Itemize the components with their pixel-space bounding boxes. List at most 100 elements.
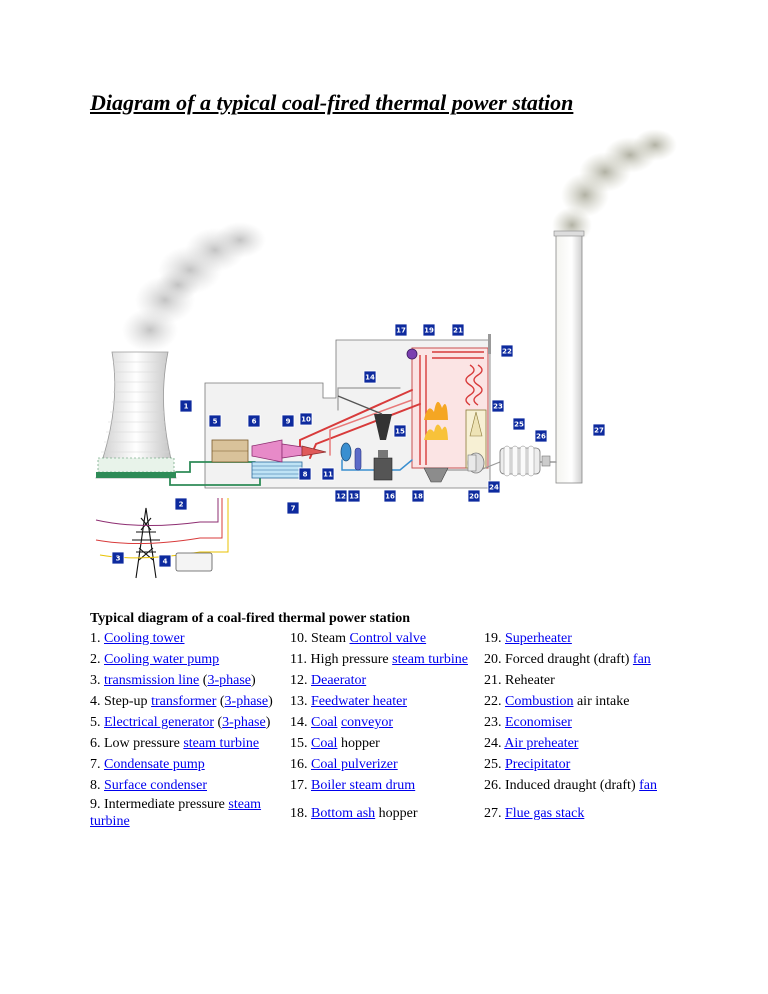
component-tag-15: 15 xyxy=(393,424,407,438)
legend-entry: 7. Condensate pump xyxy=(90,754,290,775)
svg-text:23: 23 xyxy=(493,403,503,411)
legend-link[interactable]: Feedwater heater xyxy=(311,694,407,709)
legend-text: 13. xyxy=(290,694,311,709)
svg-text:2: 2 xyxy=(179,501,184,509)
legend-link[interactable]: steam turbine xyxy=(392,652,468,667)
legend-entry: 25. Precipitator xyxy=(484,754,690,775)
svg-text:3: 3 xyxy=(116,555,121,563)
legend-link[interactable]: 3-phase xyxy=(224,694,269,709)
flue-gas-stack xyxy=(555,232,583,484)
legend-text: 11. High pressure xyxy=(290,652,393,667)
legend-entry: 22. Combustion air intake xyxy=(484,691,690,712)
legend-entry: 18. Bottom ash hopper xyxy=(290,796,484,830)
svg-text:11: 11 xyxy=(323,471,333,479)
legend-link[interactable]: Economiser xyxy=(505,715,572,730)
legend-entry: 3. transmission line (3-phase) xyxy=(90,670,290,691)
legend-entry: 8. Surface condenser xyxy=(90,775,290,796)
legend-link[interactable]: Boiler steam drum xyxy=(311,778,416,793)
legend-text: 25. xyxy=(484,757,505,772)
induced-draught-fan xyxy=(541,455,551,467)
component-tag-8: 8 xyxy=(298,467,312,481)
legend-text: ) xyxy=(251,673,256,688)
svg-text:21: 21 xyxy=(453,327,463,335)
legend-entry: 21. Reheater xyxy=(484,670,690,691)
legend-link[interactable]: Deaerator xyxy=(311,673,367,688)
legend-entry: 2. Cooling water pump xyxy=(90,649,290,670)
legend-link[interactable]: Precipitator xyxy=(505,757,571,772)
legend-entry: 6. Low pressure steam turbine xyxy=(90,733,290,754)
legend-link[interactable]: Combustion xyxy=(505,694,574,709)
legend-text: 26. Induced draught (draft) xyxy=(484,778,640,793)
high-pressure-turbine xyxy=(301,445,327,457)
component-tag-21: 21 xyxy=(451,323,465,337)
legend-text: ( xyxy=(199,673,208,688)
component-tag-19: 19 xyxy=(422,323,436,337)
component-tag-9: 9 xyxy=(281,414,295,428)
legend-text: 4. Step-up xyxy=(90,694,152,709)
component-tag-26: 26 xyxy=(534,429,548,443)
legend-link[interactable]: Superheater xyxy=(505,631,572,646)
flue-gas-smoke-plume xyxy=(552,129,677,243)
component-tag-22: 22 xyxy=(500,344,514,358)
component-tag-16: 16 xyxy=(383,489,397,503)
transmission-tower xyxy=(132,507,160,579)
component-tag-11: 11 xyxy=(321,467,335,481)
legend-entry: 23. Economiser xyxy=(484,712,690,733)
legend-link[interactable]: Flue gas stack xyxy=(505,805,585,821)
legend-link[interactable]: Cooling tower xyxy=(104,631,185,646)
legend-entry: 15. Coal hopper xyxy=(290,733,484,754)
legend-entry: 24. Air preheater xyxy=(484,733,690,754)
component-tag-3: 3 xyxy=(111,551,125,565)
legend-text: 10. Steam xyxy=(290,631,350,646)
legend-link[interactable]: Bottom ash xyxy=(311,805,376,821)
legend-text: ( xyxy=(216,694,225,709)
legend-link[interactable]: Surface condenser xyxy=(104,778,208,793)
legend-link[interactable]: transmission line xyxy=(104,673,200,688)
component-tag-23: 23 xyxy=(491,399,505,413)
legend-link[interactable]: 3-phase xyxy=(222,715,266,730)
svg-text:6: 6 xyxy=(252,418,257,426)
legend-link[interactable]: steam turbine xyxy=(183,736,260,751)
legend-link[interactable]: conveyor xyxy=(340,715,394,730)
legend-text: 3. xyxy=(90,673,104,688)
legend-text: air intake xyxy=(573,694,630,709)
legend-text: 14. xyxy=(290,715,311,730)
component-tag-25: 25 xyxy=(512,417,526,431)
legend-link[interactable]: 3-phase xyxy=(207,673,251,688)
cooling-tower xyxy=(95,351,177,479)
legend-link[interactable]: Coal pulverizer xyxy=(311,757,398,772)
boiler-steam-drum xyxy=(406,348,418,360)
svg-text:8: 8 xyxy=(303,471,308,479)
legend-link[interactable]: Coal xyxy=(311,715,338,730)
legend-link[interactable]: steam turbine xyxy=(90,797,262,829)
combustion-air-intake xyxy=(488,334,491,354)
component-tag-6: 6 xyxy=(247,414,261,428)
legend-link[interactable]: Electrical generator xyxy=(104,715,214,730)
svg-text:25: 25 xyxy=(514,421,524,429)
legend-row: 3. transmission line (3-phase)12. Deaera… xyxy=(90,670,690,691)
component-tag-12: 12 xyxy=(334,489,348,503)
legend-link[interactable]: Control valve xyxy=(349,631,427,646)
legend-entry: 10. Steam Control valve xyxy=(290,628,484,649)
legend-link[interactable]: Condensate pump xyxy=(104,757,205,772)
legend-link[interactable]: transformer xyxy=(151,694,217,709)
low-pressure-turbine xyxy=(251,439,283,463)
legend-link[interactable]: Coal xyxy=(311,736,338,751)
legend-link[interactable]: Air preheater xyxy=(504,736,579,751)
svg-text:5: 5 xyxy=(213,418,218,426)
legend-link[interactable]: fan xyxy=(639,778,657,793)
component-tag-2: 2 xyxy=(174,497,188,511)
coal-hopper xyxy=(374,414,392,440)
legend-text: 17. xyxy=(290,778,311,793)
legend-entry: 1. Cooling tower xyxy=(90,628,290,649)
legend-text: 8. xyxy=(90,778,104,793)
svg-text:9: 9 xyxy=(286,418,291,426)
svg-text:7: 7 xyxy=(291,505,296,513)
legend-caption: Typical diagram of a coal-fired thermal … xyxy=(90,611,411,626)
legend-link[interactable]: fan xyxy=(632,652,651,667)
legend-link[interactable]: Cooling water pump xyxy=(104,652,220,667)
